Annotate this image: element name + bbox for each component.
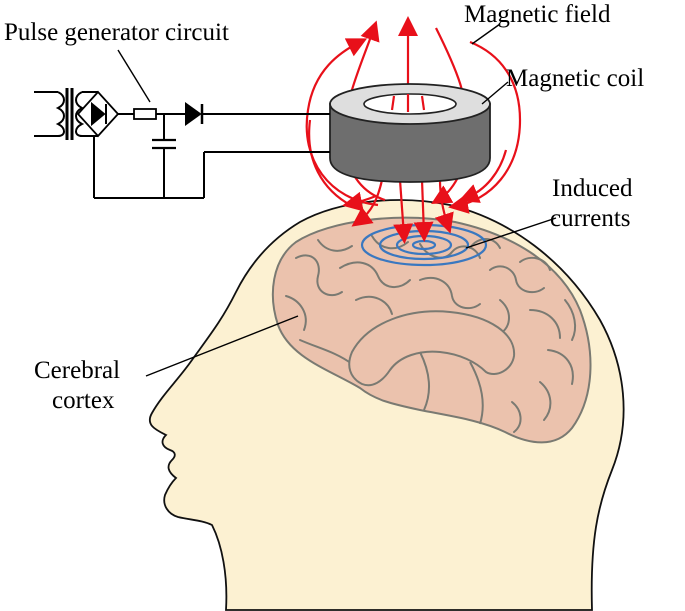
brain-gyri [285, 235, 577, 433]
pulse-generator-circuit [34, 88, 330, 199]
brain-inner-region [348, 310, 516, 387]
label-cerebral-cortex-1: Cerebral [34, 357, 120, 384]
field-line-down-center [413, 179, 434, 242]
leader-induced-currents [465, 217, 557, 249]
label-induced-currents-2: currents [550, 205, 631, 232]
diode-icon [185, 102, 202, 126]
label-cerebral-cortex-2: cortex [52, 387, 115, 414]
field-loop-outer-right [448, 40, 522, 214]
label-induced-currents-1: Induced [552, 175, 633, 202]
label-magnetic-field: Magnetic field [464, 1, 611, 28]
resistor-icon [133, 108, 157, 120]
field-arrow-right [458, 149, 508, 203]
capacitor-icon [152, 138, 176, 150]
leader-magnetic-field [471, 23, 501, 45]
field-line-down-left [351, 179, 384, 227]
label-pulse-generator: Pulse generator circuit [4, 19, 229, 46]
leader-lines [117, 23, 557, 377]
leader-cerebral-cortex [145, 315, 299, 377]
coil-hole [363, 93, 457, 115]
leader-pulse-generator [117, 49, 151, 103]
field-line-down-right [434, 179, 454, 234]
field-line-down-center-left [393, 179, 414, 244]
field-arrow-left-mid [342, 191, 377, 212]
transformer-icon [55, 88, 98, 140]
diode-bridge-icon [76, 90, 120, 138]
coil-body [329, 103, 491, 183]
magnetic-coil [329, 83, 491, 183]
leader-magnetic-coil [481, 81, 509, 105]
brain [271, 216, 592, 444]
label-magnetic-coil: Magnetic coil [506, 65, 644, 92]
